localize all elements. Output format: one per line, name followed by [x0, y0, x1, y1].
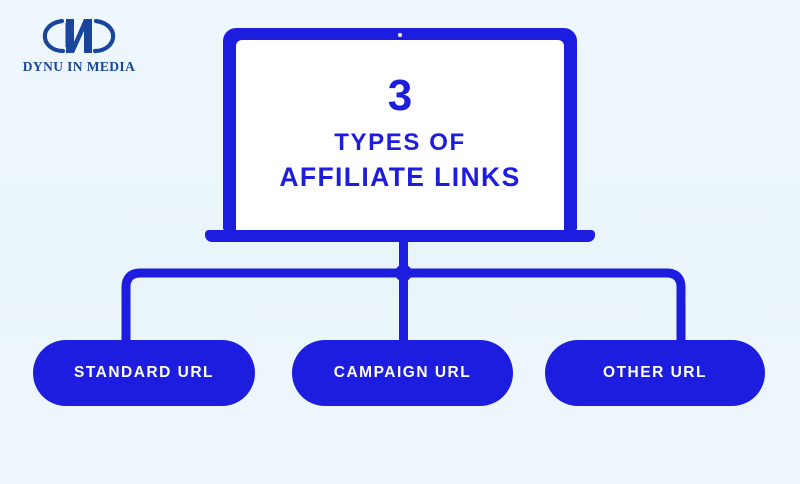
laptop-lid: 3 TYPES OF AFFILIATE LINKS [223, 28, 577, 231]
node-other-url-label: OTHER URL [603, 364, 707, 381]
dynu-monogram-icon [42, 18, 116, 54]
laptop-screen: 3 TYPES OF AFFILIATE LINKS [236, 40, 564, 230]
node-campaign-url[interactable]: CAMPAIGN URL [292, 340, 513, 406]
screen-title-line-1: TYPES OF [334, 128, 466, 156]
webcam-dot-icon [398, 33, 402, 37]
node-campaign-url-label: CAMPAIGN URL [333, 364, 472, 381]
node-standard-url[interactable]: STANDARD URL [33, 340, 255, 406]
node-other-url[interactable]: OTHER URL [545, 340, 765, 406]
laptop-illustration: 3 TYPES OF AFFILIATE LINKS [205, 28, 595, 242]
brand-logo: DYNU IN MEDIA [14, 12, 144, 84]
junction-node-icon [395, 264, 412, 282]
brand-name: DYNU IN MEDIA [22, 59, 136, 74]
tree-connector-icon [0, 236, 800, 356]
node-standard-url-label: STANDARD URL [74, 364, 214, 381]
screen-title-line-2: AFFILIATE LINKS [279, 162, 521, 193]
screen-number: 3 [387, 70, 413, 120]
